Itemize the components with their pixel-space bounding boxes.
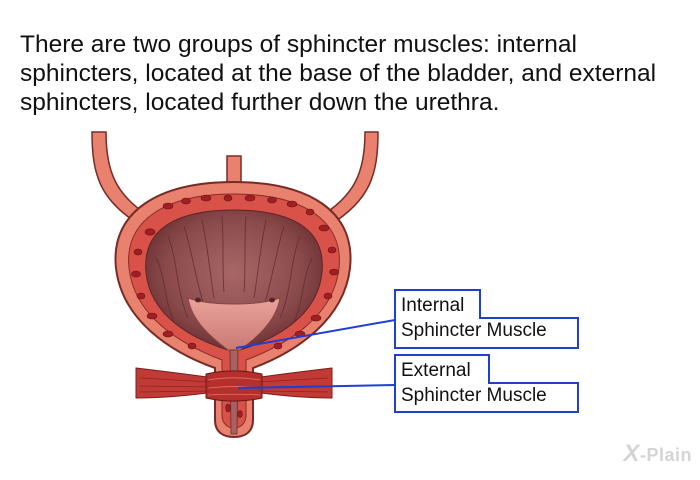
internal-label-line2: Sphincter Muscle <box>401 320 547 341</box>
trigone <box>187 297 281 351</box>
wall-spots <box>131 194 339 418</box>
logo-text: -Plain <box>639 445 692 465</box>
logo-mark: X <box>623 440 640 467</box>
external-label-line2: Sphincter Muscle <box>401 385 547 406</box>
external-sphincter-band <box>135 367 333 402</box>
caption-text: There are two groups of sphincter muscle… <box>20 31 657 116</box>
internal-label-line1: Internal <box>401 295 465 316</box>
lumen-folds <box>155 215 313 323</box>
xplain-logo: X-Plain <box>623 440 692 468</box>
bladder-lumen <box>145 209 323 351</box>
internal-callout <box>235 289 579 349</box>
external-sphincter-label: External Sphincter Muscle <box>401 358 547 408</box>
internal-sphincter-label: Internal Sphincter Muscle <box>401 293 547 343</box>
external-callout <box>237 354 579 413</box>
ureter-openings <box>195 297 275 303</box>
external-label-line1: External <box>401 360 471 381</box>
